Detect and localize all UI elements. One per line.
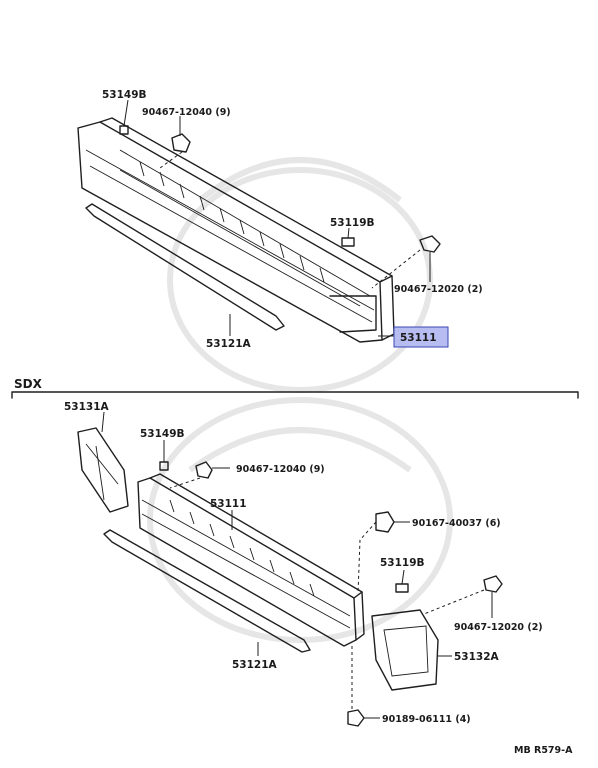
clip-53149b-top (119, 125, 129, 135)
callout-90467-12020-bottom: 90467-12020 (2) (454, 622, 543, 633)
clip-53119b-bottom (395, 583, 409, 593)
callout-90467-12040-top: 90467-12040 (9) (142, 107, 231, 118)
callout-90467-12020-top: 90467-12020 (2) (394, 284, 483, 295)
side-piece-53132a (371, 609, 439, 691)
top-bumper-assembly (77, 99, 441, 343)
callout-53149b-bottom: 53149B (140, 428, 185, 440)
highlighted-part-label: 53111 (400, 332, 437, 344)
callout-53121a-top: 53121A (206, 338, 252, 350)
callout-90167-40037: 90167-40037 (6) (412, 518, 501, 529)
screw-90467-12020-top (419, 235, 441, 253)
nut-90189-06111 (347, 709, 365, 727)
callout-53132a: 53132A (454, 651, 500, 663)
bottom-bumper-assembly (77, 411, 503, 727)
callout-53121a-bottom: 53121A (232, 659, 278, 671)
screw-90467-12040-bottom (195, 461, 213, 479)
callout-53119b-bottom: 53119B (380, 557, 425, 569)
callout-53111-bottom: 53111 (210, 498, 247, 510)
callout-53131a: 53131A (64, 401, 110, 413)
callout-90467-12040-bottom: 90467-12040 (9) (236, 464, 325, 475)
section-label-sdx: SDX (14, 377, 43, 391)
callout-53119b-top: 53119B (330, 217, 375, 229)
diagram-reference: MB R579-A (514, 745, 573, 756)
bolt-90167-40037 (375, 511, 395, 533)
highlighted-part-53111[interactable]: 53111 (393, 326, 449, 348)
section-divider (11, 391, 579, 399)
callout-53149b-top: 53149B (102, 89, 147, 101)
callout-90189-06111: 90189-06111 (4) (382, 714, 471, 725)
clip-53119b-top (341, 237, 355, 247)
screw-90467-12040-top (171, 133, 191, 153)
screw-90467-12020-bottom (483, 575, 503, 593)
side-extension-53131a (77, 427, 129, 513)
